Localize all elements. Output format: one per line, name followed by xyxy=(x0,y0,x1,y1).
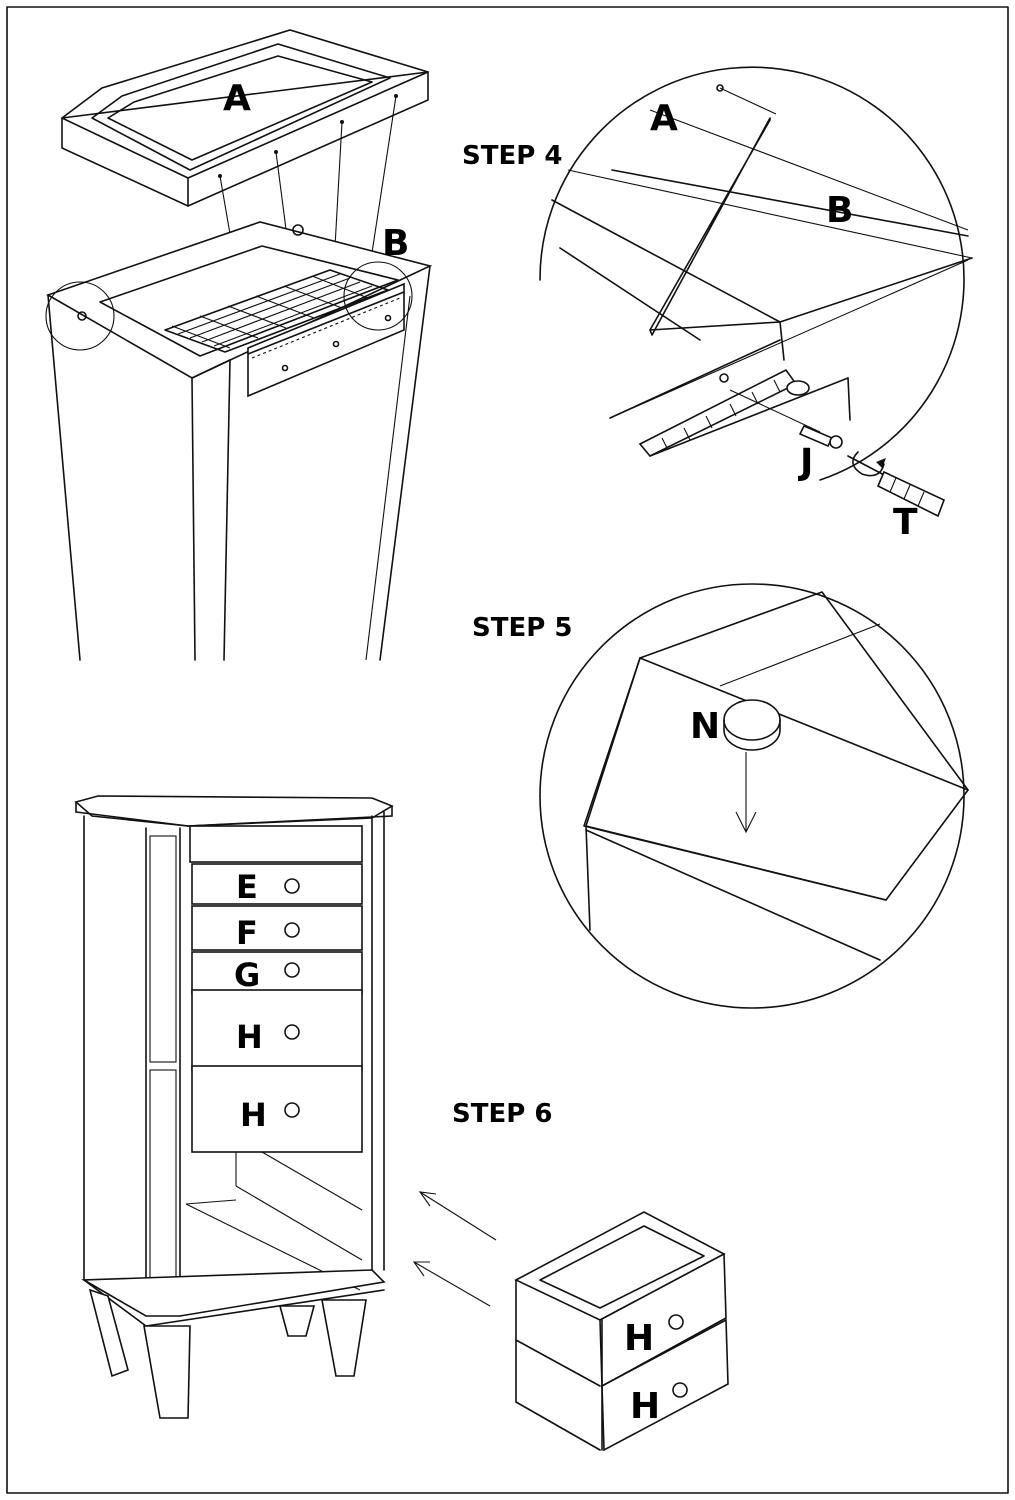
step-6-heading: STEP 6 xyxy=(452,1099,552,1129)
label-drawer-e: E xyxy=(236,868,258,906)
step-5-detail-view xyxy=(539,583,969,1009)
step-4-heading: STEP 4 xyxy=(462,141,562,171)
label-drawer-g: G xyxy=(234,956,260,994)
label-n-bumper: N xyxy=(690,706,720,747)
label-b-cabinet: B xyxy=(382,223,409,264)
label-a-detail: A xyxy=(650,98,678,139)
insertion-arrows xyxy=(412,1191,497,1307)
detail-callout-circles xyxy=(45,261,413,351)
label-j-screw: J xyxy=(797,442,813,483)
cabinet-body-top xyxy=(46,221,433,661)
step-5-heading: STEP 5 xyxy=(472,613,572,643)
label-b-detail: B xyxy=(826,190,853,231)
label-t-screwdriver: T xyxy=(893,502,918,543)
jewelry-armoire-assembled xyxy=(74,795,394,1419)
label-drawer-h-lower: H xyxy=(240,1096,267,1134)
step-4-detail-view xyxy=(539,66,973,518)
label-drawer-h-loose-lower: H xyxy=(630,1386,660,1427)
lid-a-illustration xyxy=(61,29,429,207)
label-drawer-h-upper: H xyxy=(236,1018,263,1056)
page-border xyxy=(6,6,1009,1494)
loose-drawers-h xyxy=(514,1211,729,1452)
label-drawer-h-loose-upper: H xyxy=(624,1318,654,1359)
label-drawer-f: F xyxy=(236,914,258,952)
screwdriver-tool xyxy=(847,451,946,518)
label-a-lid: A xyxy=(223,78,251,119)
